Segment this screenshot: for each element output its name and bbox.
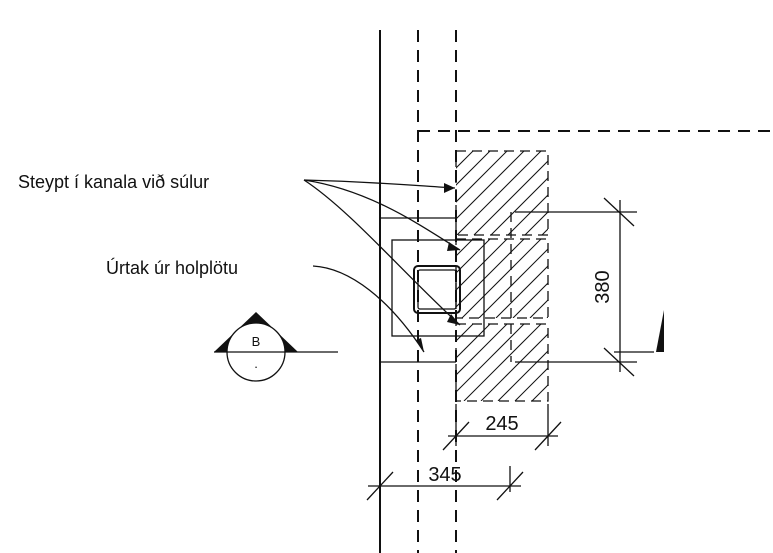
label-cutout-hollowcore: Úrtak úr holplötu [106, 257, 238, 278]
dimension-380: 380 [515, 197, 637, 377]
hatch-line [627, 151, 711, 235]
hatched-channel-middle [455, 238, 694, 319]
leader-lines-channels [303, 179, 461, 326]
hatch-line [456, 151, 542, 235]
hatch-line [546, 316, 548, 318]
column-section [413, 265, 461, 314]
hatch-line [576, 151, 660, 235]
hatch-line [593, 151, 677, 235]
section-marker-letter: B [252, 334, 261, 349]
hatch-line [473, 160, 548, 235]
dimension-380-label: 380 [592, 270, 614, 303]
hatch-line [456, 324, 508, 376]
section-marker-sub: . [254, 356, 258, 371]
dimension-245: 245 [442, 404, 562, 451]
hatch-line [456, 239, 474, 257]
hatch-line [490, 177, 548, 235]
hatch-line [495, 265, 548, 318]
hatch-line [456, 151, 508, 203]
hatch-line [514, 367, 548, 401]
leader-line-cutout [312, 265, 425, 353]
hatch-line [456, 151, 474, 169]
dimension-345-label: 345 [428, 464, 461, 486]
hatch-line [456, 239, 508, 291]
dimension-245-label: 245 [485, 413, 518, 435]
hatch-line [529, 299, 548, 318]
hatch-line [615, 239, 694, 318]
hatched-channel-top [455, 150, 711, 236]
hatch-line [463, 324, 542, 401]
hatch-line [512, 282, 548, 318]
hatch-line [456, 239, 457, 240]
hatch-line [541, 228, 548, 235]
hatch-line [456, 239, 491, 274]
hatch-line [456, 324, 525, 393]
hatch-line [461, 239, 542, 318]
hatch-line [456, 151, 525, 220]
hatch-line [478, 248, 548, 318]
view-direction-arrow [614, 310, 664, 353]
hatch-line [456, 151, 491, 186]
hatch-line [507, 194, 548, 235]
dimension-345: 345 [366, 464, 524, 501]
hatch-line [610, 151, 694, 235]
section-marker-b: B . [214, 312, 338, 382]
cutout-outline [379, 217, 485, 363]
hatch-line [456, 324, 491, 359]
label-cast-in-channels: Steypt í kanala við súlur [18, 172, 209, 192]
hatch-line [524, 211, 548, 235]
hatch-line [456, 324, 474, 342]
hatch-line [531, 384, 548, 401]
